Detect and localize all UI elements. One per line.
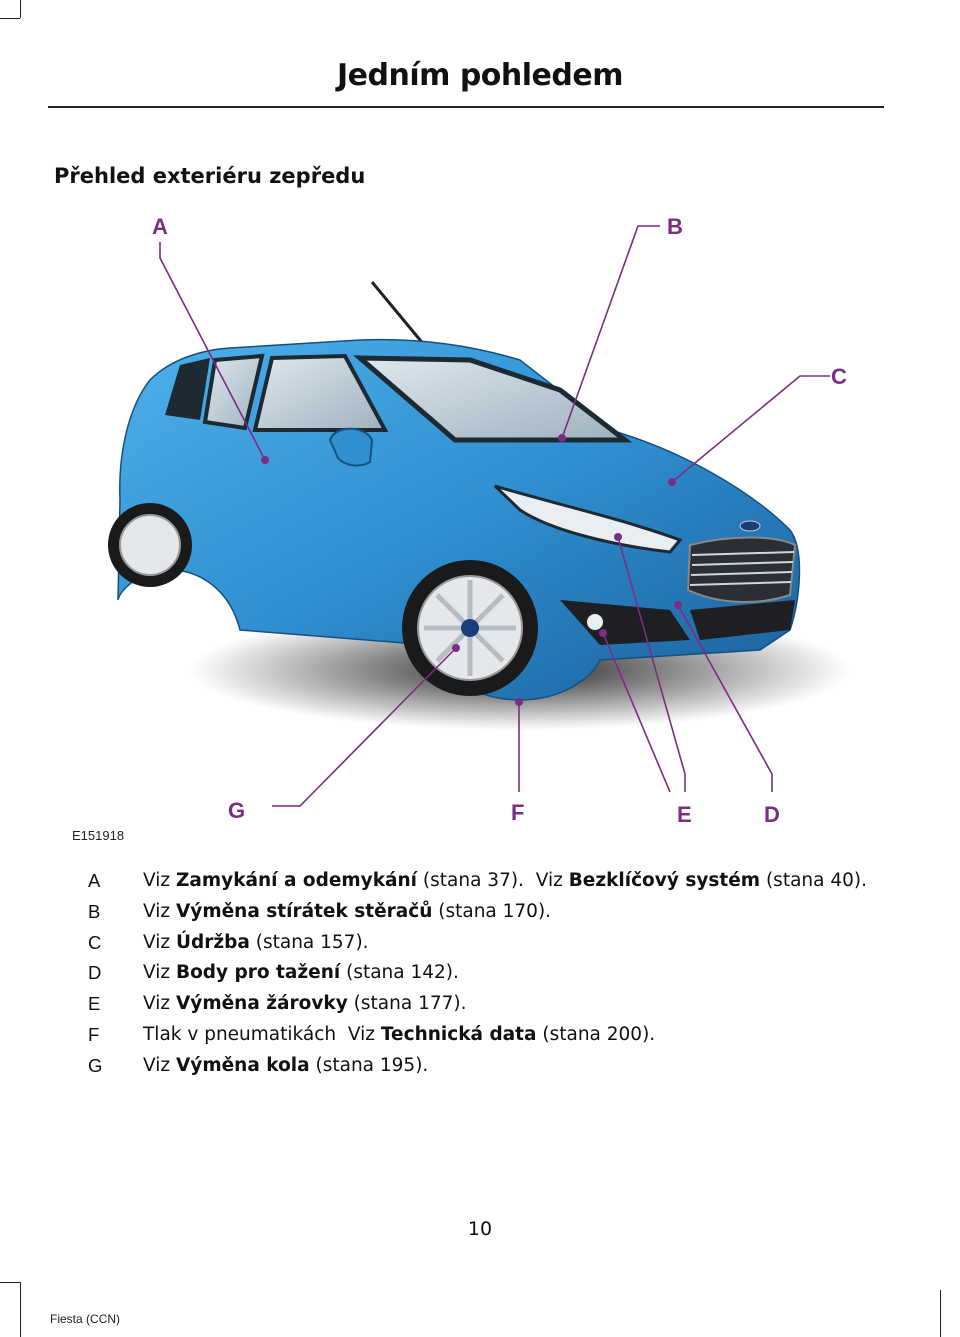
- legend-row: A Viz Zamykání a odemykání (stana 37). Vi…: [0, 870, 960, 900]
- callout-label-b: B: [667, 214, 683, 239]
- windshield: [353, 355, 633, 443]
- legend-key: C: [88, 931, 102, 953]
- figure-code: E151918: [72, 828, 125, 843]
- callout-label-c: C: [831, 364, 847, 389]
- legend-reference-title: Technická data: [380, 1024, 537, 1045]
- legend-row: F Tlak v pneumatikách Viz Technická data …: [0, 1024, 960, 1054]
- leader-line-e: [617, 536, 686, 792]
- callout-dot-c: [668, 478, 676, 486]
- leader-line-a: [159, 242, 266, 461]
- section-title: Přehled exteriéru zepředu: [54, 164, 366, 188]
- footer-text: Fiesta (CCN): [50, 1312, 121, 1326]
- legend-text-fragment: Tlak v pneumatikách Viz: [143, 1024, 381, 1045]
- leader-line-c: [671, 375, 830, 483]
- callout-label-g: G: [228, 798, 246, 823]
- side-mirror: [328, 427, 374, 467]
- callout-dot-b: [558, 434, 566, 442]
- legend-reference-title: Údržba: [175, 931, 250, 953]
- legend-text-fragment: (stana 170).: [432, 900, 552, 922]
- legend-reference-title: Výměna žárovky: [175, 993, 348, 1015]
- legend-text-fragment: Viz: [143, 900, 176, 922]
- legend-text: Tlak v pneumatikách Viz Technická data (…: [143, 1024, 655, 1045]
- legend-row: D Viz Body pro tažení (stana 142).: [0, 962, 960, 992]
- legend-text-fragment: Viz: [143, 931, 176, 953]
- lower-grille: [690, 600, 795, 640]
- legend-text-fragment: (stana 157).: [249, 931, 369, 953]
- legend-key: B: [88, 900, 101, 922]
- car-illustration: [108, 225, 850, 807]
- legend-row: E Viz Výměna žárovky (stana 177).: [0, 993, 960, 1023]
- callout-label-f: F: [511, 800, 525, 825]
- callout-dot-e: [614, 533, 622, 541]
- crop-mark: [0, 1282, 20, 1283]
- legend-text-fragment: Viz: [143, 962, 176, 984]
- page-number: 10: [467, 1218, 493, 1240]
- legend-text-fragment: (stana 142).: [340, 962, 459, 984]
- legend-reference-title: Zamykání a odemykání: [175, 870, 418, 891]
- legend-key: G: [88, 1054, 103, 1076]
- front-wheel-hub: [461, 619, 479, 637]
- legend-reference-title: Výměna stírátek stěračů: [175, 900, 433, 922]
- callout-dot-f: [515, 698, 523, 706]
- grille-bars: [689, 551, 795, 586]
- leader-line-d: [677, 604, 773, 792]
- legend-text-fragment: Viz: [143, 1054, 176, 1076]
- crop-mark: [20, 1282, 21, 1337]
- crop-mark: [20, 0, 21, 18]
- legend-text-fragment: (stana 40).: [760, 870, 867, 891]
- crop-mark: [0, 18, 20, 19]
- legend-text: Viz Výměna žárovky (stana 177).: [143, 993, 466, 1014]
- front-grille: [686, 536, 797, 603]
- lower-intake: [560, 600, 690, 645]
- callout-label-a: A: [152, 214, 168, 239]
- car-exterior-figure: A B C D E F G: [0, 200, 960, 840]
- ford-badge: [739, 520, 761, 532]
- legend-reference-title: Bezklíčový systém: [568, 870, 761, 891]
- antenna: [370, 281, 432, 353]
- rear-wheel-rim: [119, 514, 181, 576]
- callout-label-d: D: [764, 802, 780, 827]
- legend-text: Viz Zamykání a odemykání (stana 37). Viz…: [143, 870, 867, 891]
- legend-text-fragment: Viz: [143, 993, 176, 1015]
- legend-reference-title: Body pro tažení: [175, 962, 341, 984]
- legend-text: Viz Výměna kola (stana 195).: [143, 1055, 428, 1076]
- legend-text-fragment: (stana 37). Viz: [417, 870, 569, 891]
- legend-text: Viz Výměna stírátek stěračů (stana 170).: [143, 901, 551, 922]
- leader-line-e2: [602, 632, 671, 793]
- legend-row: G Viz Výměna kola (stana 195).: [0, 1055, 960, 1085]
- leader-line-g: [272, 647, 457, 807]
- leader-line-b: [561, 225, 660, 439]
- fog-light: [585, 612, 605, 632]
- crop-mark: [940, 1290, 941, 1337]
- legend-key: D: [88, 962, 102, 984]
- legend-key: E: [88, 993, 101, 1015]
- page-title: Jedním pohledem: [337, 58, 623, 93]
- header-rule: [48, 106, 884, 108]
- rear-window: [165, 358, 210, 420]
- callout-dot-e2: [599, 629, 607, 637]
- legend-key: F: [88, 1024, 100, 1045]
- legend-text-fragment: Viz: [143, 870, 176, 891]
- legend-row: B Viz Výměna stírátek stěračů (stana 170)…: [0, 901, 960, 931]
- rear-door-window: [202, 353, 265, 431]
- legend-text-fragment: (stana 195).: [309, 1054, 429, 1076]
- callout-label-e: E: [677, 802, 692, 827]
- callout-dot-a: [261, 456, 269, 464]
- callout-dot-g: [452, 644, 460, 652]
- callout-dot-d: [674, 601, 682, 609]
- headlight: [493, 484, 683, 554]
- legend-text: Viz Body pro tažení (stana 142).: [143, 962, 459, 983]
- legend-row: C Viz Údržba (stana 157).: [0, 932, 960, 962]
- legend-text-fragment: (stana 177).: [347, 993, 467, 1015]
- legend-text-fragment: (stana 200).: [536, 1024, 656, 1045]
- legend-key: A: [88, 870, 101, 891]
- legend-text: Viz Údržba (stana 157).: [143, 932, 369, 953]
- legend-reference-title: Výměna kola: [175, 1054, 310, 1076]
